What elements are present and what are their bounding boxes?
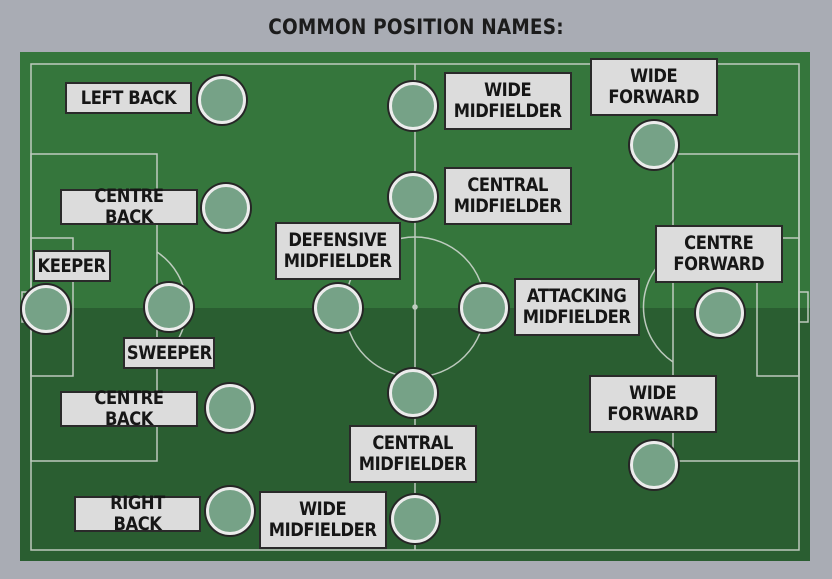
player-marker-sweeper [145,283,193,331]
player-marker-left-back [198,76,246,124]
centre-spot [412,304,418,310]
position-label-sweeper: SWEEPER [123,337,215,369]
position-label-right-back: RIGHT BACK [74,493,201,535]
position-label-centre-forward: CENTRE FORWARD [655,225,783,283]
diagram-title: COMMON POSITION NAMES: [268,15,564,39]
position-label-central-midfielder-lower: CENTRAL MIDFIELDER [349,425,477,483]
position-label-central-midfielder-upper: CENTRAL MIDFIELDER [444,167,572,225]
player-marker-keeper [22,285,70,333]
position-label-left-back: LEFT BACK [65,82,192,114]
position-label-wide-forward-upper: WIDE FORWARD [590,58,718,116]
position-label-attacking-midfielder: ATTACKING MIDFIELDER [514,278,640,336]
player-marker-wide-forward-lower [630,441,678,489]
player-marker-wide-midfielder-lower [391,495,439,543]
right-goal [798,291,809,323]
player-marker-centre-forward [696,289,744,337]
player-marker-centre-back-lower [206,384,254,432]
position-label-defensive-midfielder: DEFENSIVE MIDFIELDER [275,222,401,280]
player-marker-attacking-midfielder [460,284,508,332]
position-label-wide-midfielder-lower: WIDE MIDFIELDER [259,491,387,549]
position-label-keeper: KEEPER [33,250,111,282]
player-marker-centre-back-upper [202,184,250,232]
player-marker-central-midfielder-lower [389,369,437,417]
position-label-centre-back-upper: CENTRE BACK [60,186,198,228]
player-marker-defensive-midfielder [314,284,362,332]
position-label-wide-midfielder-upper: WIDE MIDFIELDER [444,72,572,130]
player-marker-wide-midfielder-upper [389,82,437,130]
player-marker-right-back [206,487,254,535]
position-label-wide-forward-lower: WIDE FORWARD [589,375,717,433]
player-marker-central-midfielder-upper [389,173,437,221]
player-marker-wide-forward-upper [630,121,678,169]
position-label-centre-back-lower: CENTRE BACK [60,388,198,430]
